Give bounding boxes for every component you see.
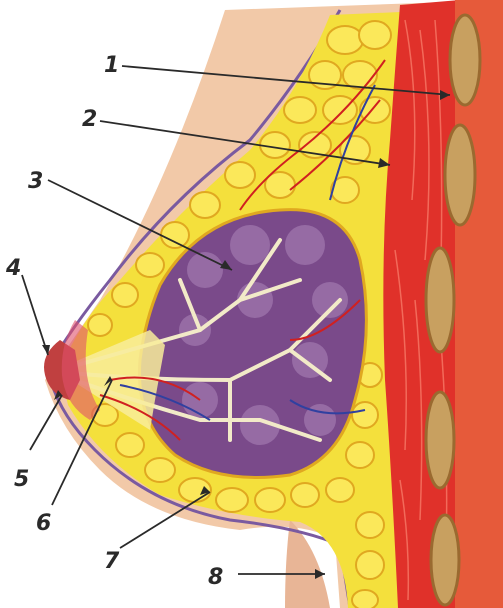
label-3: 3 — [28, 169, 43, 194]
label-4: 4 — [5, 256, 21, 281]
rib-1 — [450, 15, 480, 105]
rib-5 — [431, 515, 459, 605]
label-1: 1 — [104, 53, 119, 78]
label-7: 7 — [104, 549, 120, 574]
label-6: 6 — [36, 511, 51, 536]
leader-line-5 — [30, 395, 62, 450]
label-2: 2 — [82, 107, 97, 132]
rib-4 — [426, 392, 454, 488]
label-8: 8 — [208, 565, 223, 590]
rib-3 — [426, 248, 454, 352]
leader-line-4 — [22, 275, 48, 355]
label-5: 5 — [14, 467, 29, 492]
rib-2 — [445, 125, 475, 225]
